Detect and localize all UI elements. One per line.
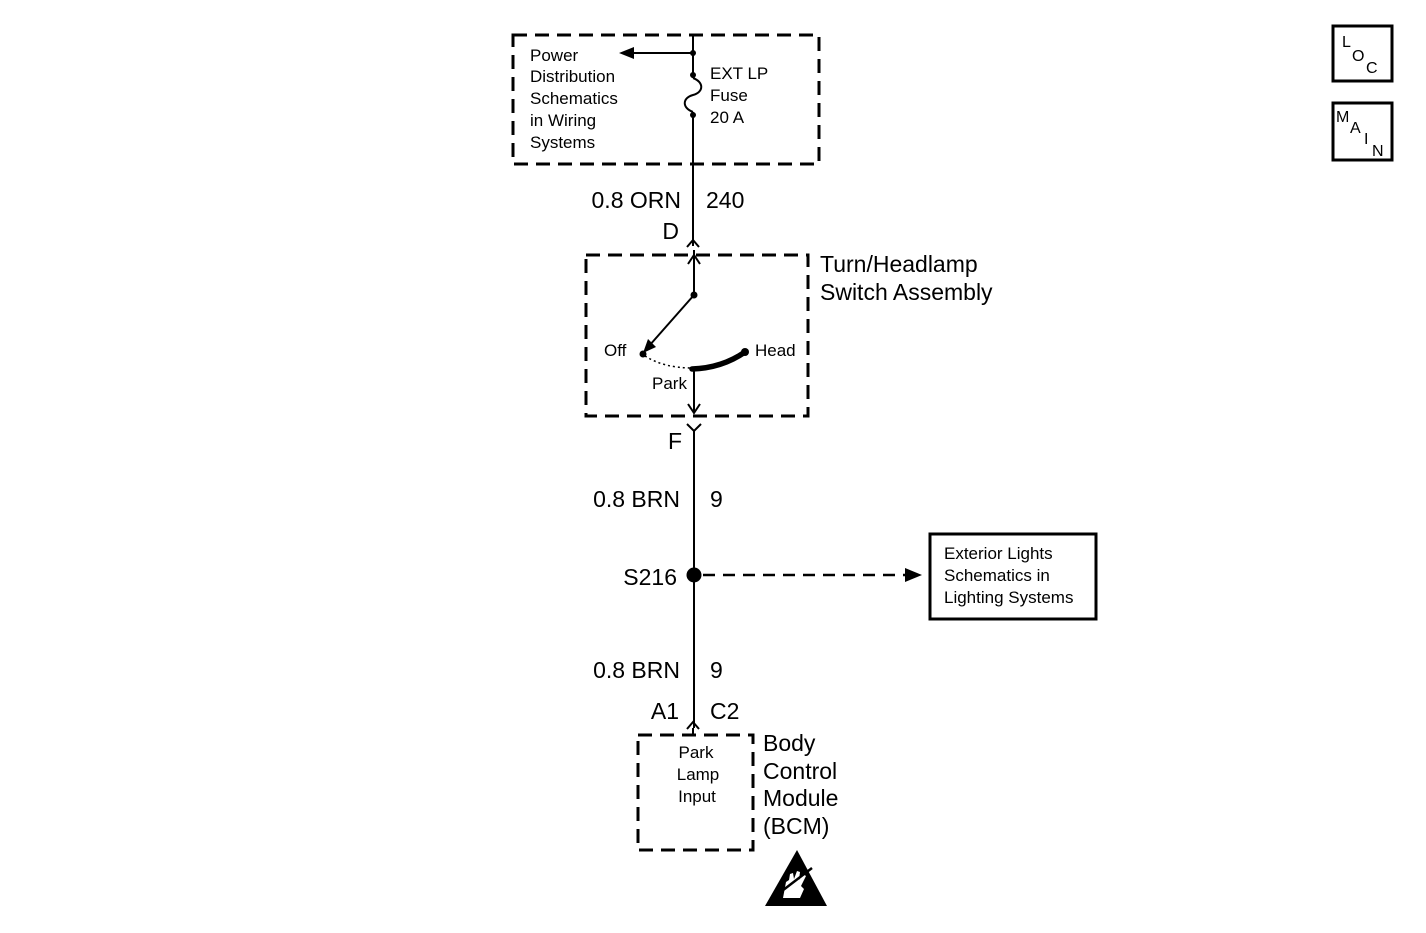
switch-head-label: Head (755, 341, 796, 360)
power-distribution-box: Power Distribution Schematics in Wiring … (511, 33, 821, 166)
switch-assembly-dashed-border (584, 253, 810, 418)
main-letter: M (1336, 109, 1349, 126)
wire-circuit-number: 9 (710, 657, 723, 683)
bcm-connector-pin-right-label: C2 (710, 698, 739, 724)
switch-input-arrowhead (687, 253, 701, 265)
power-distribution-label-line: in Wiring (530, 111, 596, 130)
esd-warning-icon (765, 850, 827, 906)
power-distribution-label-line: Systems (530, 133, 595, 152)
switch-arm (648, 294, 695, 347)
turn-headlamp-switch-assembly: Turn/Headlamp Switch Assembly Off Head P… (584, 250, 993, 418)
power-feed-arrowhead (619, 47, 634, 59)
loc-letter: L (1342, 34, 1351, 51)
switch-park-label: Park (652, 374, 687, 393)
power-distribution-label-line: Power (530, 46, 579, 65)
main-letter: A (1350, 120, 1361, 137)
wire-size-color-label: 0.8 BRN (593, 657, 680, 683)
wire-size-color-label: 0.8 ORN (592, 187, 681, 213)
fuse-symbol (683, 77, 703, 113)
switch-off-label: Off (604, 341, 627, 360)
bcm-input-label-line: Lamp (677, 765, 720, 784)
bcm-dashed-border (636, 733, 755, 852)
loc-letter: C (1366, 60, 1378, 77)
switch-park-head-contact-bar (689, 349, 748, 372)
fuse-label-line: EXT LP (710, 64, 768, 83)
switch-assembly-title-line: Switch Assembly (820, 279, 993, 305)
switch-off-contact-dot (639, 350, 647, 358)
esd-slash (777, 867, 813, 895)
loc-letter: O (1352, 48, 1364, 65)
loc-button-border[interactable] (1331, 24, 1394, 83)
exterior-lights-label-line: Lighting Systems (944, 588, 1073, 607)
body-control-module: Park Lamp Input Body Control Module (BCM… (636, 730, 838, 852)
bcm-title-line: Module (763, 785, 838, 811)
switch-arm-arrowhead (643, 339, 656, 353)
wire-circuit-number: 240 (706, 187, 744, 213)
power-distribution-label-line: Schematics (530, 89, 618, 108)
bcm-title-line: Body (763, 730, 816, 756)
exterior-lights-label-line: Exterior Lights (944, 544, 1053, 563)
wire-circuit-number: 9 (710, 486, 723, 512)
loc-nav-icon[interactable]: L O C (1331, 24, 1394, 83)
splice-s216-dot (686, 567, 702, 583)
exterior-lights-label-line: Schematics in (944, 566, 1050, 585)
bcm-connector-symbol (686, 720, 700, 730)
exterior-lights-box-border[interactable] (928, 532, 1098, 621)
exterior-lights-reference-arrowhead (905, 568, 922, 582)
switch-assembly-title-line: Turn/Headlamp (820, 251, 978, 277)
switch-head-contact-dot (741, 348, 749, 356)
main-letter: I (1364, 131, 1368, 148)
bcm-input-label-line: Park (679, 743, 714, 762)
esd-hand-shape (783, 871, 806, 898)
connector-pin-d-label: D (662, 218, 679, 244)
exterior-lights-reference-box[interactable]: Exterior Lights Schematics in Lighting S… (928, 532, 1098, 621)
fuse-label-line: 20 A (710, 108, 745, 127)
connector-pin-f-label: F (668, 428, 682, 454)
switch-output-arrowhead (687, 403, 701, 415)
bcm-title-line: (BCM) (763, 813, 829, 839)
switch-travel-dotted-path (644, 355, 693, 369)
power-distribution-label-line: Distribution (530, 67, 615, 86)
power-distribution-dashed-border (511, 33, 821, 166)
connector-d-symbol (686, 238, 700, 248)
main-button-border[interactable] (1331, 101, 1394, 162)
main-nav-icon[interactable]: M A I N (1331, 101, 1394, 162)
bcm-title-line: Control (763, 758, 837, 784)
connector-f-symbol (686, 423, 702, 433)
fuse-label-line: Fuse (710, 86, 748, 105)
main-letter: N (1372, 143, 1384, 160)
bcm-connector-pin-left-label: A1 (651, 698, 679, 724)
splice-id-label: S216 (623, 564, 677, 590)
wire-size-color-label: 0.8 BRN (593, 486, 680, 512)
bcm-input-label-line: Input (678, 787, 716, 806)
